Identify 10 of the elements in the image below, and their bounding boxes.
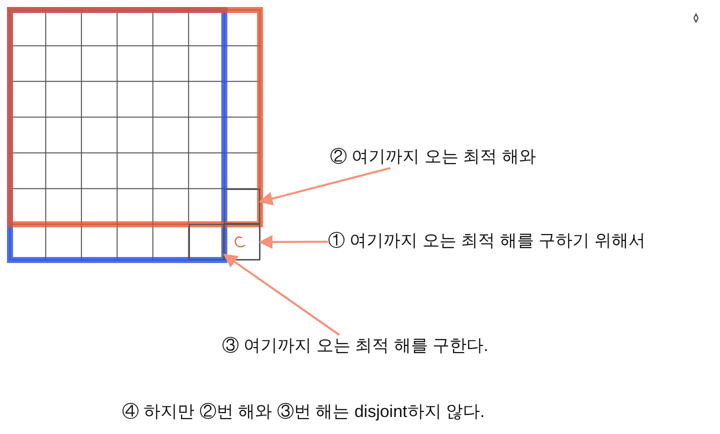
annotation-text: ① 여기까지 오는 최적 해를 구하기 위해서 xyxy=(328,230,646,252)
grid-cell xyxy=(224,188,260,224)
arrow xyxy=(258,167,391,206)
annotation-text: ② 여기까지 오는 최적 해와 xyxy=(330,146,536,168)
note-text: ④ 하지만 ②번 해와 ③번 해는 disjoint하지 않다. xyxy=(122,401,485,423)
grid-cell xyxy=(188,224,224,260)
annotation-text: ③ 여기까지 오는 최적 해를 구한다. xyxy=(222,335,488,357)
grid-cell xyxy=(224,224,260,260)
arrow xyxy=(258,235,328,249)
arrow xyxy=(223,254,340,336)
